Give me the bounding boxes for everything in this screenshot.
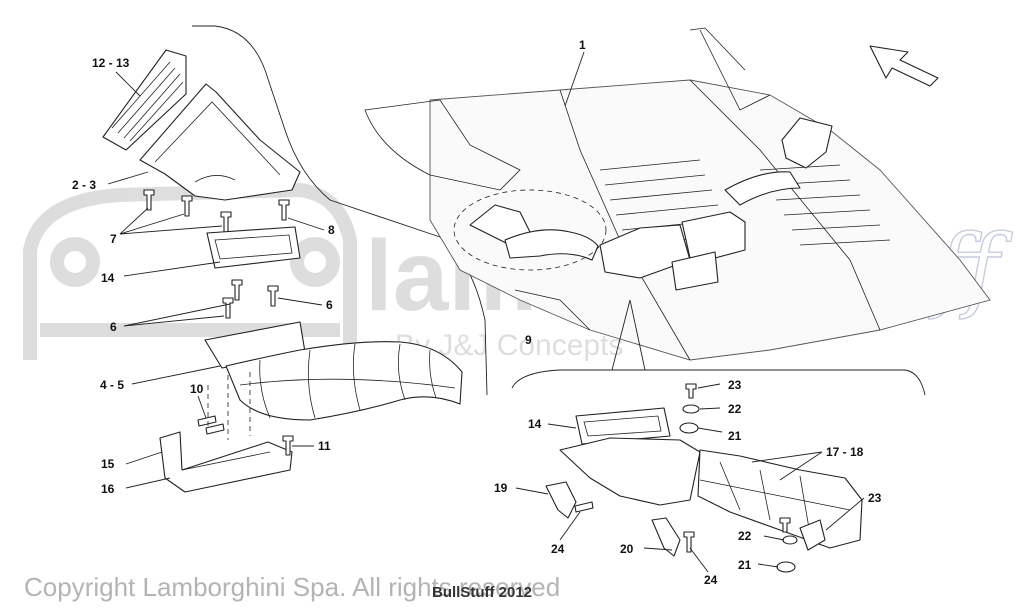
callout-19: 19 [494,481,508,495]
callout-22-bottom: 22 [738,529,752,543]
seal-14-left [206,226,301,269]
callout-6-right: 6 [326,298,333,312]
fasteners-detail [545,383,826,573]
callout-4-5: 4 - 5 [100,378,124,392]
callout-labels: 1 12 - 13 2 - 3 7 8 14 6 6 4 - 5 9 10 11… [72,38,882,587]
callout-16: 16 [101,482,115,496]
screws-6 [222,279,279,319]
duct-cover-2-3 [139,83,301,201]
callout-10: 10 [190,382,204,396]
callout-8: 8 [328,223,335,237]
guide-lines-left [207,372,251,440]
grille-12-13 [102,49,187,151]
bullstuff-stamp: BullStuff 2012 [432,584,533,601]
callout-14-detail: 14 [528,417,542,431]
callout-9: 9 [525,333,532,347]
callout-6-left: 6 [110,320,117,334]
callout-14-left: 14 [101,271,115,285]
bracket-15-16 [159,431,293,493]
detail-frame [511,369,926,396]
hood-duct-assembly [469,117,833,291]
duct-housing-detail [559,437,863,549]
detail-pointer [611,299,646,371]
callout-15: 15 [101,457,115,471]
callout-7: 7 [110,232,117,246]
callout-17-18: 17 - 18 [826,445,864,459]
callout-24-left: 24 [551,542,565,556]
bolts-10-11 [197,415,294,456]
seal-14-detail [575,407,671,445]
callout-21-bottom: 21 [738,558,752,572]
callout-2-3: 2 - 3 [72,178,96,192]
screws-7-8 [143,189,290,233]
callout-23-right: 23 [868,491,882,505]
callout-12-13: 12 - 13 [92,56,130,70]
left-group-frame [192,25,441,238]
air-duct-4-5 [204,321,463,421]
callout-21-top: 21 [728,429,742,443]
copyright-notice: Copyright Lamborghini Spa. All rights re… [24,572,561,602]
arrow-up-left-icon [869,45,939,87]
callout-11: 11 [318,439,331,453]
leader-lines [107,51,865,573]
callout-1: 1 [579,38,586,52]
callout-20: 20 [620,542,634,556]
callout-24-right: 24 [704,573,718,587]
callout-22-top: 22 [728,402,742,416]
detail-highlight-ellipse [453,189,607,271]
callout-23-top: 23 [728,378,742,392]
